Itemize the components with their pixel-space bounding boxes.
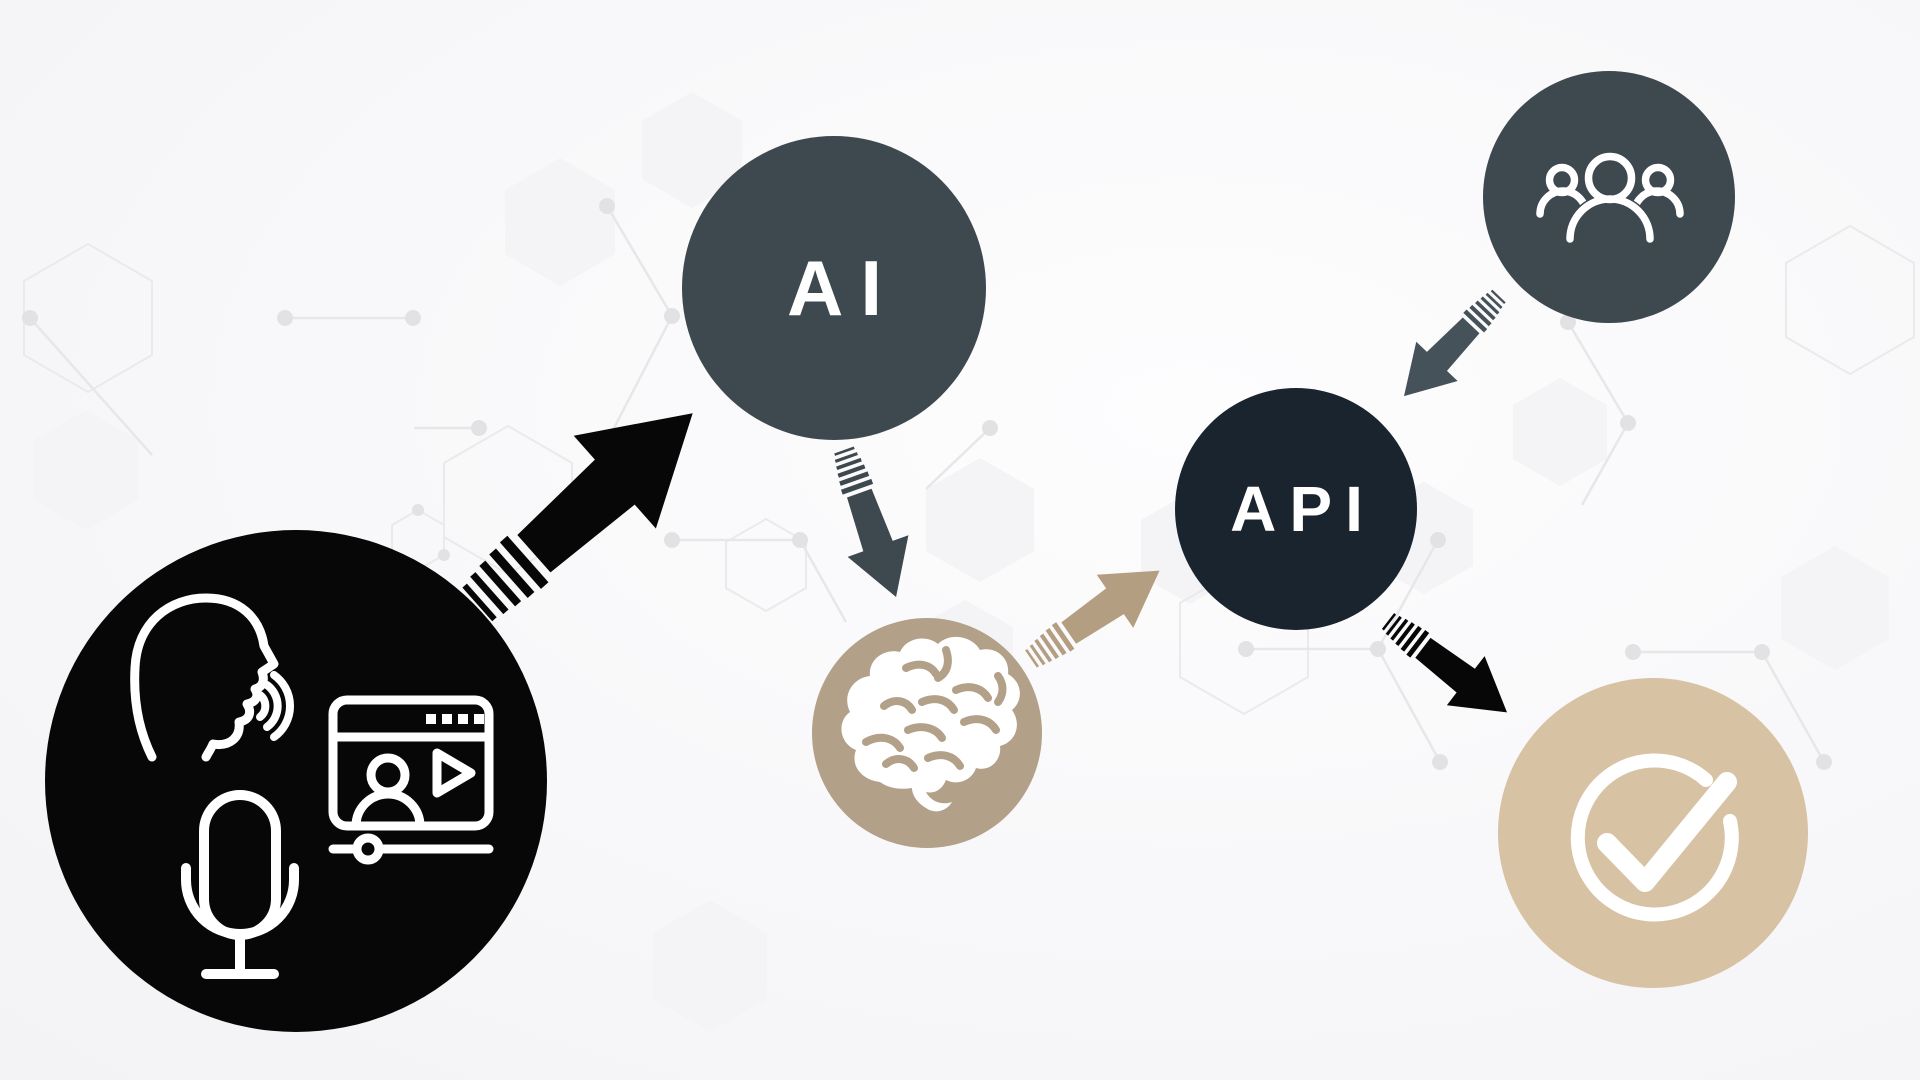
microphone-icon bbox=[181, 790, 299, 979]
ai-node-circle bbox=[682, 136, 986, 440]
ai-node-label: AI bbox=[787, 244, 899, 332]
background-pattern bbox=[22, 92, 1915, 1032]
api-node-circle bbox=[1175, 388, 1417, 630]
network-lines bbox=[29, 205, 1826, 763]
network-dots bbox=[22, 198, 1832, 770]
video-player-icon bbox=[328, 695, 494, 865]
check-circle-icon bbox=[1570, 753, 1739, 922]
brain-grooves bbox=[862, 646, 1007, 772]
people-group-icon bbox=[1536, 151, 1684, 244]
api-node-label: API bbox=[1230, 473, 1376, 545]
brain-icon bbox=[841, 636, 1020, 812]
speaking-head-icon bbox=[130, 593, 294, 762]
window-dots bbox=[426, 714, 484, 724]
arrow-ai-to-brain bbox=[813, 439, 927, 608]
arrow-api-to-check bbox=[1369, 596, 1526, 737]
progress-knob bbox=[352, 833, 384, 865]
nodes: AI API bbox=[45, 71, 1808, 1032]
check-node-circle bbox=[1498, 678, 1808, 988]
arrow-people-to-api bbox=[1383, 276, 1520, 416]
source-node-circle bbox=[45, 530, 547, 1032]
